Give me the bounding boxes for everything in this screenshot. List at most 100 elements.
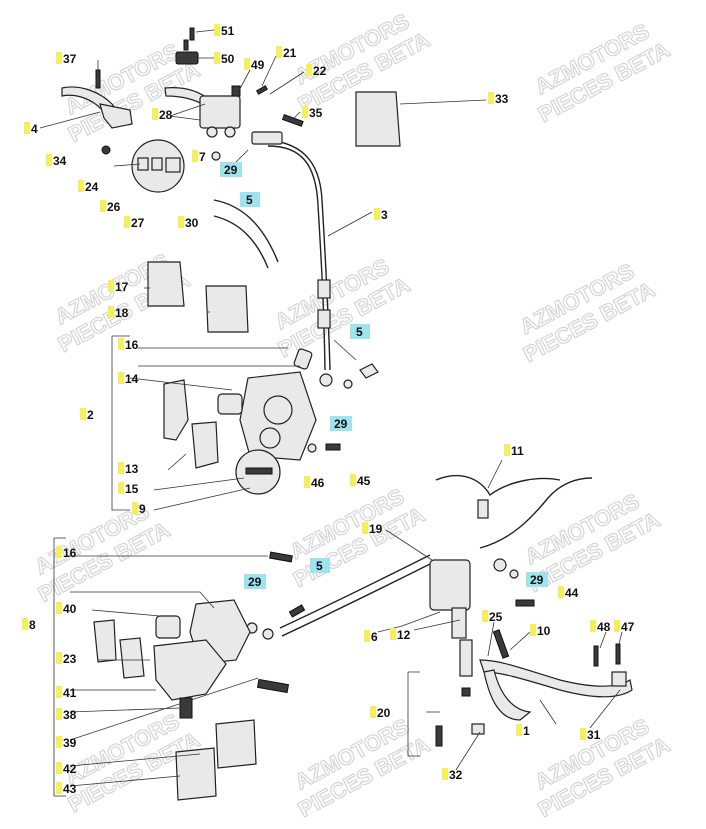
callout: 21 [276, 46, 297, 60]
callout-marker [442, 768, 448, 780]
brake-pad [163, 379, 189, 441]
caliper-piston-bore [259, 427, 281, 449]
callout: 29 [244, 574, 266, 589]
callout: 17 [108, 280, 129, 294]
callout-label: 16 [63, 546, 77, 560]
group-bracket [53, 537, 66, 797]
lever-bracket [99, 103, 133, 129]
callout-marker [108, 306, 114, 318]
hose-grommet [317, 279, 331, 299]
callout-label: 32 [449, 768, 463, 782]
hose-fitting [251, 131, 283, 145]
callout-label: 38 [63, 708, 77, 722]
callout-label: 4 [31, 122, 38, 136]
callout: 40 [56, 602, 77, 616]
callout: 16 [118, 338, 139, 352]
callout: 33 [488, 92, 509, 106]
callout: 43 [56, 782, 77, 796]
callout: 9 [132, 502, 146, 516]
reservoir-cap [175, 51, 199, 65]
callout-marker [244, 574, 266, 589]
callout-marker [56, 546, 62, 558]
callout-marker [56, 736, 62, 748]
callout-marker [590, 620, 596, 632]
callout: 28 [152, 108, 173, 122]
banjo-bolt [288, 604, 306, 618]
callout-marker [220, 162, 242, 177]
callout-label: 30 [185, 216, 199, 230]
callout-label: 39 [63, 736, 77, 750]
pin [256, 678, 290, 694]
callout: 11 [504, 444, 524, 458]
callout-label: 14 [125, 372, 139, 386]
screw [255, 85, 269, 95]
callout-marker [56, 762, 62, 774]
callout: 35 [302, 106, 323, 120]
callout: 49 [244, 58, 265, 72]
callout-label: 37 [63, 52, 77, 66]
callout: 5 [310, 558, 330, 573]
pad-kit-bag [215, 719, 257, 769]
callout-label: 27 [131, 216, 145, 230]
front-lever-assembly [61, 27, 269, 193]
piston [151, 157, 163, 171]
callout-marker [504, 444, 510, 456]
banjo [493, 558, 507, 572]
callout: 51 [214, 24, 235, 38]
callout: 30 [178, 216, 199, 230]
callout: 39 [56, 736, 77, 750]
callout-marker [558, 586, 564, 598]
callout-marker [374, 208, 380, 220]
brake-pad [93, 619, 117, 663]
callout-marker [330, 416, 352, 431]
callout-marker [118, 372, 124, 384]
callout-marker [310, 558, 330, 573]
callout: 15 [118, 482, 139, 496]
callout: 26 [100, 200, 121, 214]
callout-label: 13 [125, 462, 139, 476]
callout-label: 51 [221, 24, 235, 38]
callout-label: 22 [313, 64, 327, 78]
callout-label: 47 [621, 620, 635, 634]
callout-marker [56, 52, 62, 64]
clutch-cable [213, 199, 279, 269]
banjo [319, 373, 333, 387]
callout-label: 44 [565, 586, 579, 600]
callout: 6 [364, 630, 378, 644]
hose-line [435, 474, 561, 497]
callout: 16 [56, 546, 77, 560]
callout-marker [100, 200, 106, 212]
callout-label: 16 [125, 338, 139, 352]
pivot-bolt [95, 69, 101, 89]
pushrod [459, 639, 473, 677]
pad-kit-bag [205, 285, 249, 333]
return-spring [492, 629, 510, 659]
callout-marker [362, 522, 368, 534]
callout-marker [350, 324, 370, 339]
callout: 34 [46, 154, 67, 168]
leader-line [169, 103, 206, 121]
bolt [325, 443, 341, 451]
nut [101, 145, 111, 155]
callout-label: 42 [63, 762, 77, 776]
washer [211, 151, 221, 161]
callout: 2 [80, 408, 94, 422]
callout-label: 5 [316, 559, 323, 573]
callout-labels: 51 50 37 49 21 22 28 35 33 4 7 29 34 24 … [22, 24, 635, 796]
callout-marker [118, 338, 124, 350]
callout: 5 [240, 192, 260, 207]
callout-marker [276, 46, 282, 58]
leader-line [39, 29, 623, 787]
callout: 46 [304, 476, 325, 490]
callout-marker [482, 610, 488, 622]
callout-marker [614, 620, 620, 632]
callout: 25 [482, 610, 503, 624]
callout: 1 [516, 724, 530, 738]
callout-marker [526, 572, 548, 587]
callout-label: 33 [495, 92, 509, 106]
callout-label: 8 [29, 618, 36, 632]
callout: 12 [390, 628, 411, 642]
callout: 22 [306, 64, 327, 78]
front-brake-hose [251, 114, 379, 389]
callout-label: 1 [523, 724, 530, 738]
